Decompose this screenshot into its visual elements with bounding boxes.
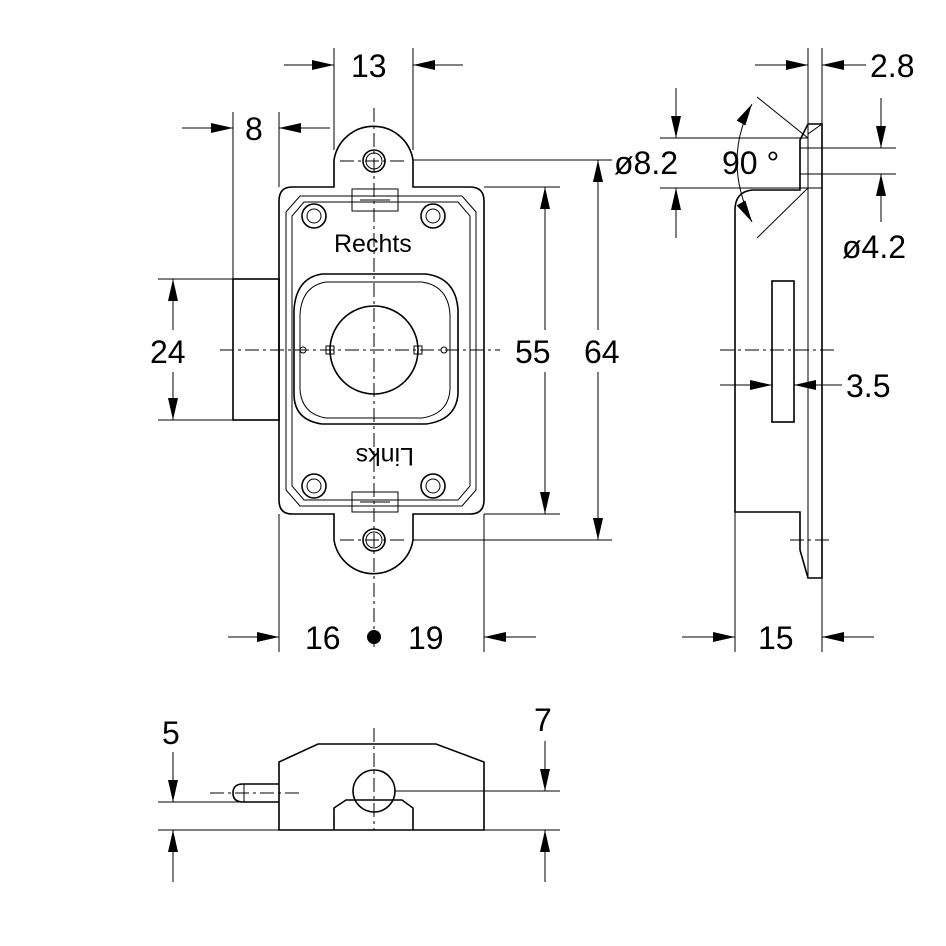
bottom-body-outline	[278, 743, 485, 831]
front-dimensions: 13 8 24 55 64	[150, 48, 620, 656]
side-body-outline	[734, 123, 823, 579]
bottom-latch-block	[351, 491, 399, 513]
side-view	[720, 96, 836, 579]
bottom-dimensions: 5 7	[158, 702, 560, 882]
front-plate-outline	[278, 125, 485, 575]
dim-24: 24	[150, 334, 186, 370]
bottom-cam-seat	[333, 799, 414, 830]
dim-19: 19	[408, 620, 444, 656]
top-latch-block	[351, 188, 399, 212]
dim-3-5: 3.5	[846, 368, 890, 404]
dim-dia-4-2: ø4.2	[842, 229, 906, 265]
side-slot	[771, 280, 795, 423]
side-dimensions: 2.8 ø8.2 90 ° ø4.2 3.5 15	[614, 48, 914, 656]
dim-2-8: 2.8	[870, 48, 914, 84]
dim-8: 8	[245, 111, 263, 147]
dim-15: 15	[758, 620, 794, 656]
dim-5: 5	[162, 715, 180, 751]
dim-13: 13	[351, 48, 387, 84]
front-inner-frame	[285, 195, 477, 507]
front-view: Rechts Links	[220, 108, 500, 650]
label-links: Links	[356, 442, 414, 470]
dim-7: 7	[534, 702, 552, 738]
countersink	[807, 123, 823, 149]
dim-55: 55	[515, 334, 551, 370]
dim-dia-8-2: ø8.2	[614, 145, 678, 181]
bottom-view	[210, 728, 485, 831]
dim-16: 16	[305, 620, 341, 656]
front-inner-frame-2	[291, 201, 471, 501]
cam-housing	[293, 273, 459, 425]
dim-64: 64	[584, 334, 620, 370]
dim-90-deg: 90 °	[722, 145, 779, 181]
label-rechts: Rechts	[334, 230, 412, 258]
screw-bosses	[301, 203, 446, 499]
